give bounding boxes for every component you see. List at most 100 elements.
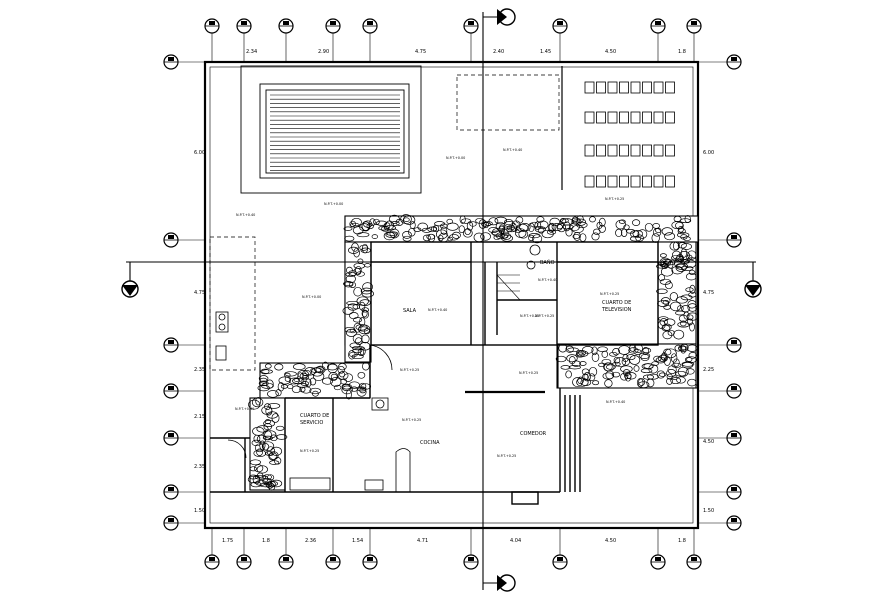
stone [480,232,491,241]
stone [310,367,324,377]
stone [677,232,690,238]
level-mark: N.P.T.+0.25 [520,314,539,318]
stone [597,346,608,352]
room-labels: SALA COCINA COMEDOR BAÑO CUARTO DE TELEV… [300,259,632,446]
stone [652,228,662,237]
stone [672,241,680,251]
stone [621,357,630,366]
dim-label: 4.75 [194,290,205,296]
dim-label: 1.8 [678,49,686,55]
stone [620,372,629,381]
stone [402,231,412,239]
level-mark: N.P.T.+0.00 [446,156,465,160]
parking-slot [630,175,641,188]
stone [644,222,654,232]
dim-label: 1.75 [222,538,233,544]
axis-bubble [726,232,742,248]
dim-label: 1.50 [703,508,714,514]
stone [689,284,696,294]
stone [633,343,643,353]
stone [632,219,641,226]
stone [685,272,697,281]
stone [249,466,257,472]
stone [378,225,390,231]
stone [353,247,360,258]
axis-bubble [650,18,666,34]
stone [356,386,367,392]
stone [439,223,448,229]
stone [633,365,640,372]
stone [268,452,278,461]
stone [293,363,306,371]
stone [598,217,606,227]
stone [345,328,357,337]
level-mark: N.P.T.+0.25 [600,292,619,296]
stone [621,228,628,237]
right-dimensions: 6.00 4.75 2.25 4.50 1.50 [703,150,714,514]
parking-slot [584,144,595,157]
stone [273,457,282,465]
dim-label: 2.25 [703,367,714,373]
stone [557,223,566,233]
stone [422,234,431,242]
garden-dashed-area [209,74,560,371]
stone [302,369,311,377]
stone [657,354,668,362]
bottom-dimensions: 1.75 1.8 2.36 1.54 4.71 4.04 4.50 1.8 [222,538,686,544]
stone [251,397,264,408]
stone [249,459,261,466]
parking-slot [642,175,652,188]
stone [326,363,338,371]
stone [268,483,276,491]
stone [265,379,274,389]
axis-bubble [686,554,702,570]
stone [278,376,291,385]
stone [576,215,584,223]
axis-bubble [163,515,179,531]
stone [669,292,679,302]
stone [681,361,695,367]
stone [338,363,347,371]
parking-slot [596,175,606,188]
stone [572,233,580,240]
stone [688,352,698,359]
stone [687,300,697,309]
stone [362,282,373,292]
stone [446,222,459,231]
stone [353,267,361,275]
stone [349,342,361,349]
axis-bubble [278,18,294,34]
stone [568,222,580,232]
stone [389,228,400,239]
stone [588,373,596,382]
stone [592,380,600,386]
stone [546,229,557,235]
stone [575,352,585,358]
stone [469,221,477,227]
stone [611,371,621,378]
stone [346,266,353,274]
stone [573,231,581,241]
stone [677,305,684,312]
room-bano: BAÑO [540,259,555,266]
axis-bubble [463,554,479,570]
stone [300,386,312,394]
stone [266,481,274,489]
axis-bubble [236,18,252,34]
stone [362,310,369,319]
stone [321,377,334,385]
stone [259,440,266,451]
stone [341,385,353,395]
stone [292,378,305,384]
stone [344,235,355,242]
stone [395,218,404,226]
stone [287,384,294,390]
stone [669,241,680,251]
stone [572,377,583,388]
stone [534,226,546,233]
stone [503,221,515,227]
stone [679,218,692,224]
stone [345,389,352,400]
stone [555,355,567,363]
